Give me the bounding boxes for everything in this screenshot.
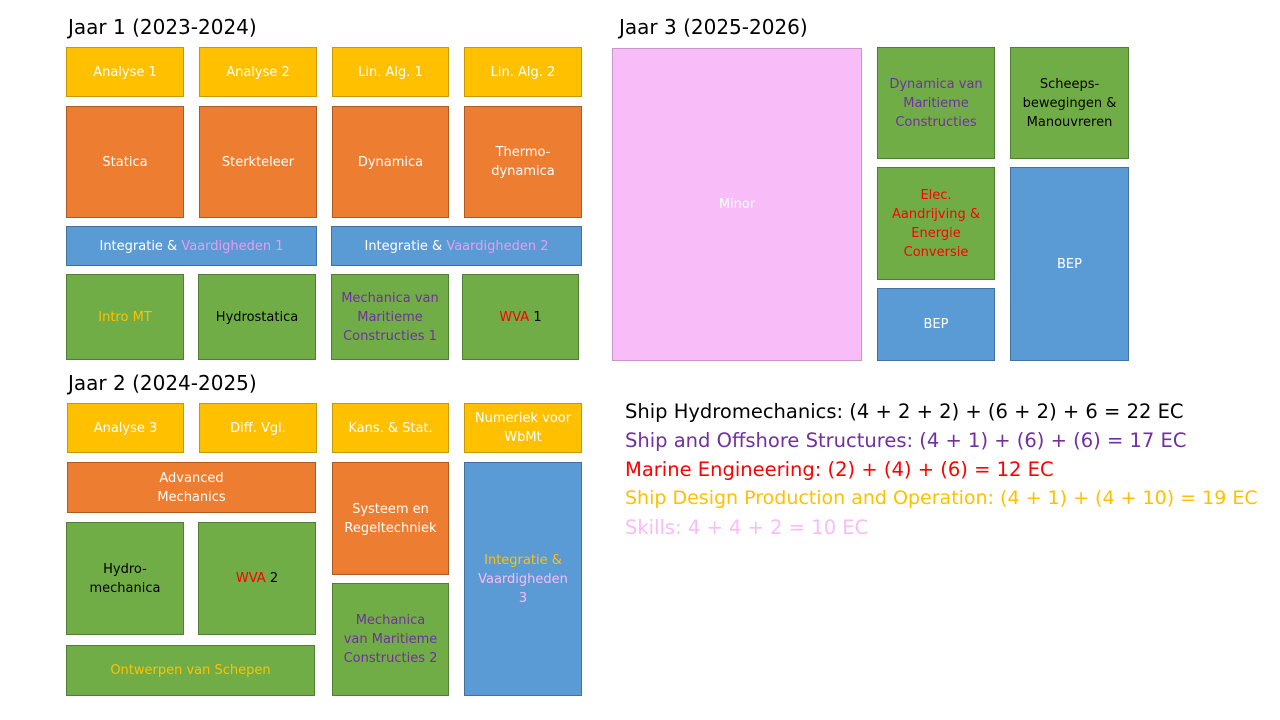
course-integratie-vaardigheden-2: Integratie & Vaardigheden 2 <box>331 226 582 266</box>
course-scheepsbewegingen-manouvreren: Scheeps-bewegingen &Manouvreren <box>1010 47 1129 159</box>
course-sterkteleer: Sterkteleer <box>199 106 317 218</box>
summary-marine-engineering: Marine Engineering: (2) + (4) + (6) = 12… <box>625 458 1054 481</box>
course-bep-large: BEP <box>1010 167 1129 361</box>
course-label: Scheeps-bewegingen &Manouvreren <box>1022 76 1117 130</box>
course-kans-stat: Kans. & Stat. <box>332 403 449 453</box>
course-label: Analyse 3 <box>93 420 158 436</box>
course-ontwerpen-van-schepen: Ontwerpen van Schepen <box>66 645 315 696</box>
course-minor: Minor <box>612 48 862 361</box>
summary-label: Marine Engineering: <box>625 458 828 481</box>
course-label: Kans. & Stat. <box>348 420 433 436</box>
summary-formula: (2) + (4) + (6) = 12 EC <box>827 458 1054 481</box>
course-statica: Statica <box>66 106 184 218</box>
course-hydromechanica: Hydro-mechanica <box>66 522 184 635</box>
course-wva-2: WVA 2 <box>198 522 316 635</box>
summary-ship-offshore-structures: Ship and Offshore Structures: (4 + 1) + … <box>625 429 1186 452</box>
summary-formula: (4 + 1) + (6) + (6) = 17 EC <box>919 429 1187 452</box>
summary-label: Skills: <box>625 516 688 539</box>
course-label: Statica <box>102 154 148 170</box>
course-label: WVA 2 <box>235 571 279 586</box>
course-label: Intro MT <box>98 309 152 325</box>
course-analyse-3: Analyse 3 <box>67 403 184 453</box>
course-label: Sterkteleer <box>221 154 295 170</box>
course-label: Integratie & Vaardigheden 1 <box>99 238 284 254</box>
summary-formula: (4 + 2 + 2) + (6 + 2) + 6 = 22 EC <box>849 400 1184 423</box>
year1-heading: Jaar 1 (2023-2024) <box>68 15 257 39</box>
course-lin-alg-2: Lin. Alg. 2 <box>464 47 582 97</box>
course-integratie-vaardigheden-1: Integratie & Vaardigheden 1 <box>66 226 317 266</box>
course-label: Analyse 2 <box>226 64 290 80</box>
course-label: Minor <box>718 197 756 212</box>
summary-label: Ship Hydromechanics: <box>625 400 850 423</box>
summary-label: Ship Design Production and Operation: <box>625 487 1001 509</box>
course-label: Integratie & Vaardigheden 2 <box>364 238 549 254</box>
course-label: BEP <box>1057 256 1082 272</box>
course-label: Ontwerpen van Schepen <box>110 663 271 678</box>
course-intro-mt: Intro MT <box>66 274 184 360</box>
course-bep-small: BEP <box>877 288 995 361</box>
course-label: BEP <box>923 317 949 332</box>
course-hydrostatica: Hydrostatica <box>198 274 316 360</box>
course-label: Lin. Alg. 1 <box>358 64 423 80</box>
course-analyse-2: Analyse 2 <box>199 47 317 97</box>
course-label: Hydrostatica <box>215 309 299 325</box>
course-label: Analyse 1 <box>93 64 157 80</box>
course-thermodynamica: Thermo-dynamica <box>464 106 582 218</box>
course-label: Lin. Alg. 2 <box>490 64 556 80</box>
course-wva-1: WVA 1 <box>462 274 579 360</box>
course-lin-alg-1: Lin. Alg. 1 <box>332 47 449 97</box>
course-label: Thermo-dynamica <box>491 145 555 179</box>
course-dynamica: Dynamica <box>332 106 449 218</box>
course-label: Hydro-mechanica <box>89 561 161 596</box>
course-diff-vgl: Diff. Vgl. <box>199 403 317 453</box>
summary-formula: 4 + 4 + 2 = 10 EC <box>687 516 869 539</box>
summary-label: Ship and Offshore Structures: <box>625 429 920 452</box>
summary-skills: Skills: 4 + 4 + 2 = 10 EC <box>625 516 868 539</box>
course-analyse-1: Analyse 1 <box>66 47 184 97</box>
course-label: Diff. Vgl. <box>230 420 286 436</box>
summary-ship-design-production-operation: Ship Design Production and Operation: (4… <box>625 487 1258 509</box>
year2-heading: Jaar 2 (2024-2025) <box>68 371 257 395</box>
course-label: Dynamica <box>357 154 424 170</box>
course-label: WVA 1 <box>499 309 542 325</box>
year3-heading: Jaar 3 (2025-2026) <box>619 15 808 39</box>
summary-ship-hydromechanics: Ship Hydromechanics: (4 + 2 + 2) + (6 + … <box>625 400 1184 423</box>
summary-formula: (4 + 1) + (4 + 10) = 19 EC <box>1000 487 1258 509</box>
